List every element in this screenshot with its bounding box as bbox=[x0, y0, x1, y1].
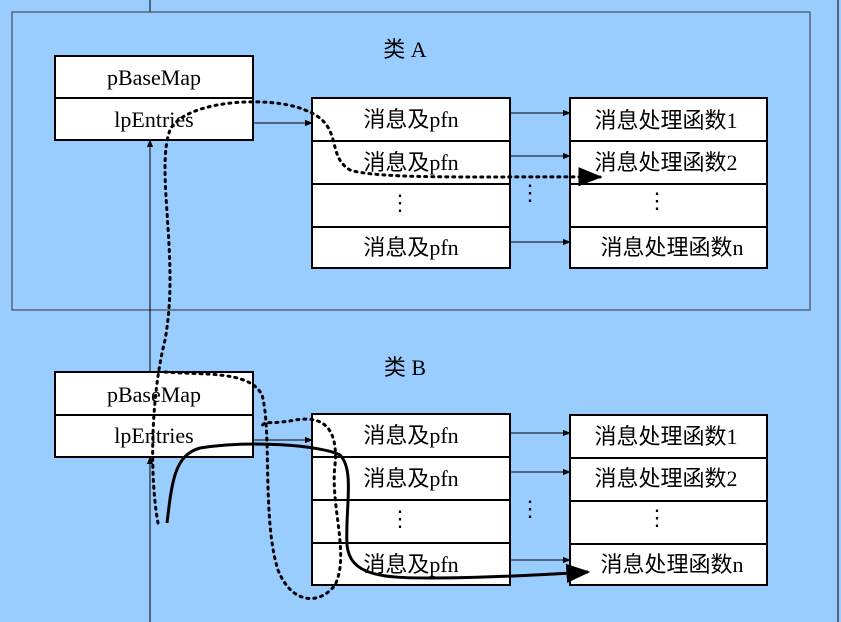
class-b-entry-ellipsis: ⋮ bbox=[389, 506, 411, 531]
class-a-entry-n: 消息及pfn bbox=[363, 235, 458, 260]
class-a-frame bbox=[11, 11, 811, 311]
class-b-entry-n: 消息及pfn bbox=[363, 552, 458, 577]
class-b-entry-1: 消息及pfn bbox=[363, 423, 458, 448]
class-a-handler-n: 消息处理函数n bbox=[600, 235, 743, 260]
class-b-handler-1: 消息处理函数1 bbox=[594, 424, 737, 449]
class-b-middle-dots: ⋮ bbox=[519, 496, 541, 521]
class-a-entry-ellipsis: ⋮ bbox=[389, 190, 411, 215]
class-a-middle-dots: ⋮ bbox=[519, 180, 541, 205]
class-b-handler-ellipsis: ⋮ bbox=[646, 505, 668, 530]
dotted-search-path bbox=[151, 100, 603, 525]
class-b-handlers-table: 消息处理函数1 消息处理函数2 ⋮ 消息处理函数n bbox=[569, 414, 768, 586]
class-a-pbasemap-label: pBaseMap bbox=[107, 65, 201, 90]
class-a-lpentries-label: lpEntries bbox=[114, 107, 193, 132]
class-b-title: 类 B bbox=[384, 355, 426, 380]
class-a-handler-ellipsis: ⋮ bbox=[646, 188, 668, 213]
class-a-entries-table: 消息及pfn 消息及pfn ⋮ 消息及pfn bbox=[311, 97, 511, 269]
class-a-handler-1: 消息处理函数1 bbox=[594, 108, 737, 133]
class-a-header-box: pBaseMap lpEntries bbox=[54, 55, 254, 141]
class-b-handler-n: 消息处理函数n bbox=[600, 552, 743, 577]
class-a-handler-2: 消息处理函数2 bbox=[594, 150, 737, 175]
class-a-entry-2: 消息及pfn bbox=[363, 150, 458, 175]
solid-match-path bbox=[165, 442, 591, 583]
class-b-entry-2: 消息及pfn bbox=[363, 466, 458, 491]
class-b-handler-2: 消息处理函数2 bbox=[594, 466, 737, 491]
dotted-search-path-b bbox=[163, 370, 343, 600]
class-a-entry-1: 消息及pfn bbox=[363, 107, 458, 132]
class-a-handlers-table: 消息处理函数1 消息处理函数2 ⋮ 消息处理函数n bbox=[569, 97, 768, 269]
class-a-title: 类 A bbox=[383, 37, 427, 62]
